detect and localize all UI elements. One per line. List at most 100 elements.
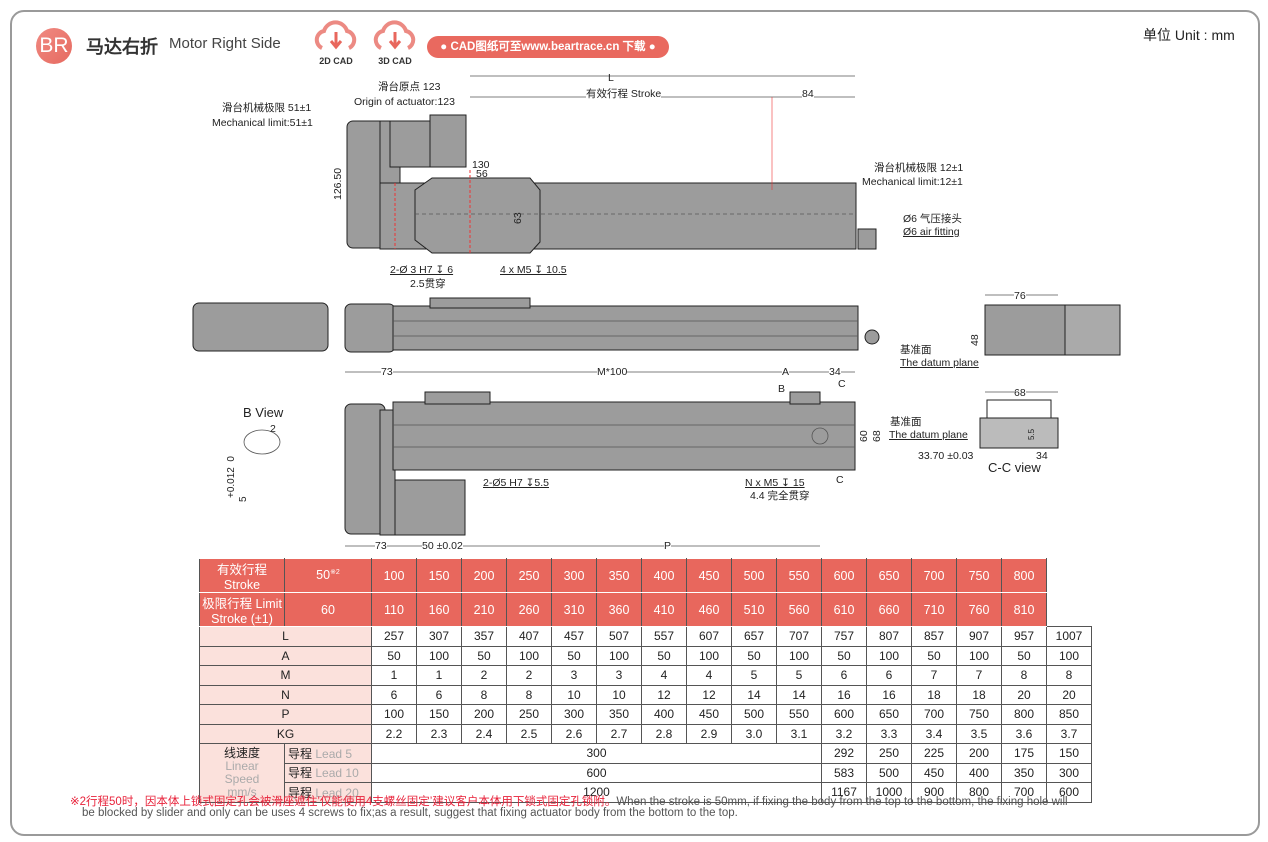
table-cell: 707 xyxy=(776,626,822,647)
table-cell: 657 xyxy=(731,626,777,647)
limit-stroke-cell: 760 xyxy=(956,592,1002,627)
row-label: P xyxy=(199,704,372,725)
speed-cell: 450 xyxy=(911,762,957,783)
table-cell: 3.6 xyxy=(1001,723,1047,744)
limit-stroke-cell: 510 xyxy=(731,592,777,627)
section-C-bottom: C xyxy=(836,474,844,486)
limit-stroke-cell: 360 xyxy=(596,592,642,627)
stroke-value: 50 xyxy=(316,568,331,583)
table-cell: 100 xyxy=(686,645,732,666)
limit-stroke-cell: 460 xyxy=(686,592,732,627)
model-badge: BR xyxy=(36,28,72,64)
stroke-cell: 600 xyxy=(821,558,867,593)
table-cell: 8 xyxy=(1001,665,1047,686)
lead-label: 导程 Lead 20 xyxy=(284,782,372,803)
row-label: A xyxy=(199,645,372,666)
table-cell: 250 xyxy=(506,704,552,725)
table-cell: 10 xyxy=(551,684,597,705)
table-cell: 3.3 xyxy=(866,723,912,744)
limit-stroke-cell: 610 xyxy=(821,592,867,627)
cad-2d-download[interactable]: 2D CAD xyxy=(310,18,362,66)
stroke-cell: 550 xyxy=(776,558,822,593)
speed-merged-cell: 1200 xyxy=(371,782,822,803)
table-cell: 507 xyxy=(596,626,642,647)
air-fitting xyxy=(857,228,877,250)
b-view-title: B View xyxy=(243,405,284,420)
table-cell: 20 xyxy=(1046,684,1092,705)
limit-stroke-cell: 210 xyxy=(461,592,507,627)
table-cell: 357 xyxy=(461,626,507,647)
speed-merged-cell: 600 xyxy=(371,762,822,783)
lead-en: Lead 20 xyxy=(315,785,359,800)
b-view-2: 2 xyxy=(270,423,276,435)
dim-68: 68 xyxy=(871,430,883,442)
lead-label: 导程 Lead 10 xyxy=(284,762,372,783)
table-cell: 6 xyxy=(371,684,417,705)
dim-stroke: 有效行程 Stroke xyxy=(586,88,662,100)
speed-unit: mm/s xyxy=(227,784,257,799)
table-cell: 50 xyxy=(371,645,417,666)
table-cell: 2.5 xyxy=(506,723,552,744)
dim-84: 84 xyxy=(802,88,814,100)
speed-cell: 500 xyxy=(866,762,912,783)
speed-cell: 150 xyxy=(1046,743,1092,764)
table-cell: 6 xyxy=(866,665,912,686)
table-cell: 100 xyxy=(416,645,462,666)
table-cell: 3 xyxy=(551,665,597,686)
speed-cell: 1167 xyxy=(821,782,867,803)
stroke-label: 有效行程 Stroke xyxy=(199,558,285,593)
cloud-download-icon xyxy=(373,20,416,50)
table-cell: 50 xyxy=(821,645,867,666)
cc-dim-34: 34 xyxy=(1036,450,1048,462)
table-cell: 3.1 xyxy=(776,723,822,744)
stroke-cell: 500 xyxy=(731,558,777,593)
stroke-cell: 450 xyxy=(686,558,732,593)
dim-130: 130 xyxy=(472,159,490,171)
table-cell: 4 xyxy=(686,665,732,686)
table-cell: 5 xyxy=(776,665,822,686)
table-cell: 2 xyxy=(506,665,552,686)
motor-cover-bottom xyxy=(344,403,386,535)
table-cell: 5 xyxy=(731,665,777,686)
speed-en1: Linear xyxy=(225,758,259,773)
row-label: M xyxy=(199,665,372,686)
pin-hole-spec: 2-Ø 3 H7 ↧ 6 xyxy=(390,264,454,276)
table-cell: 7 xyxy=(956,665,1002,686)
stroke-cell: 400 xyxy=(641,558,687,593)
table-cell: 50 xyxy=(911,645,957,666)
table-cell: 8 xyxy=(461,684,507,705)
limit-stroke-cell: 660 xyxy=(866,592,912,627)
stroke-cell: 150 xyxy=(416,558,462,593)
limit-stroke-cell: 60 xyxy=(284,592,372,627)
cc-dim-33-70: 33.70 ±0.03 xyxy=(918,450,974,462)
m5-hole-spec: 4 x M5 ↧ 10.5 xyxy=(500,264,567,276)
table-cell: 100 xyxy=(596,645,642,666)
speed-cell: 292 xyxy=(821,743,867,764)
nm5-through: 4.4 完全贯穿 xyxy=(750,490,810,502)
cad-download-link[interactable]: ● CAD图纸可至www.beartrace.cn 下载 ● xyxy=(427,36,669,58)
table-cell: 450 xyxy=(686,704,732,725)
mech-limit-51-en: Mechanical limit:51±1 xyxy=(212,117,313,129)
speed-cell: 900 xyxy=(911,782,957,803)
table-cell: 7 xyxy=(911,665,957,686)
table-cell: 3.7 xyxy=(1046,723,1092,744)
dim-73-bottom: 73 xyxy=(375,540,387,552)
dim-L: L xyxy=(608,72,614,84)
stroke-cell: 100 xyxy=(371,558,417,593)
dim-76: 76 xyxy=(1014,290,1026,302)
stroke-cell: 250 xyxy=(506,558,552,593)
title-en: Motor Right Side xyxy=(169,35,281,52)
footnote-en2: be blocked by slider and only can be use… xyxy=(82,807,738,819)
table-cell: 12 xyxy=(641,684,687,705)
limit-stroke-cell: 310 xyxy=(551,592,597,627)
table-cell: 1 xyxy=(371,665,417,686)
dim-126-50: 126.50 xyxy=(332,167,344,200)
lead-cn: 导程 xyxy=(288,785,313,800)
table-cell: 12 xyxy=(686,684,732,705)
table-cell: 50 xyxy=(641,645,687,666)
cad-3d-download[interactable]: 3D CAD xyxy=(369,18,421,66)
